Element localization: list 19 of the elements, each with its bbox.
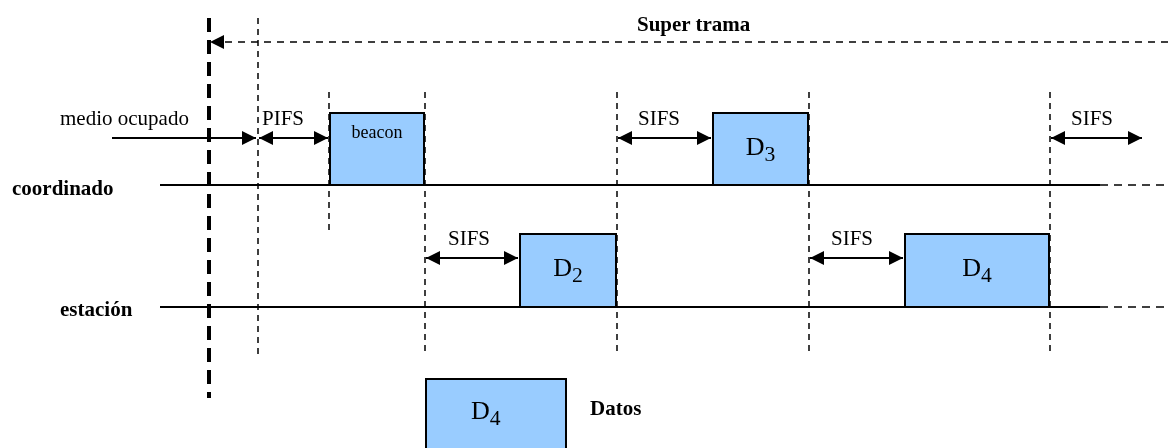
interval-label: SIFS	[448, 228, 491, 249]
frame-label: D$_{4}$	[962, 253, 992, 290]
interval-label: PIFS	[262, 108, 305, 129]
frame-box	[712, 112, 809, 186]
legend-label: Datos	[590, 398, 642, 419]
frame-label: D$_{3}$	[745, 132, 776, 169]
frame-box	[519, 233, 617, 308]
frame-label: beacon	[351, 122, 403, 144]
state-label: medio ocupado	[60, 108, 189, 129]
frame-box	[329, 112, 425, 186]
frame-label: D$_{2}$	[553, 253, 583, 290]
interval-label: SIFS	[831, 228, 874, 249]
interval-label: SIFS	[1071, 108, 1114, 129]
row-label: coordinado	[12, 178, 114, 199]
span-label: Super trama	[637, 14, 751, 35]
row-label: estación	[60, 299, 133, 320]
interval-label: SIFS	[638, 108, 681, 129]
legend-sample-label: D$_{4}$	[471, 398, 501, 430]
frame-box	[904, 233, 1050, 308]
